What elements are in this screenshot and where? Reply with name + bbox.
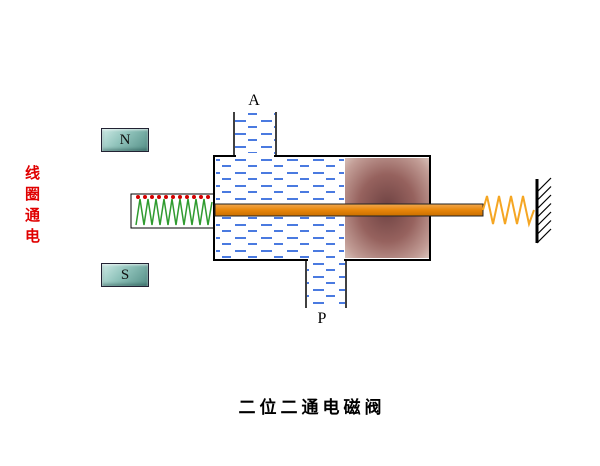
diagram-caption: 二位二通电磁阀: [238, 398, 386, 417]
pole-s-label: S: [120, 266, 130, 283]
coil-dots: [136, 195, 210, 199]
pole-n-label: N: [119, 131, 131, 148]
left-return-spring: [135, 198, 213, 226]
coil-energized-label: 线圈通电: [23, 165, 40, 249]
magnet-pole-s: S: [101, 263, 149, 287]
port-a-fluid: [235, 112, 275, 158]
right-spring: [482, 195, 535, 228]
port-a-label: A: [248, 92, 260, 109]
port-p-label: P: [318, 310, 327, 327]
port-p-fluid: [307, 260, 345, 307]
magnet-pole-n: N: [101, 128, 149, 152]
port-p-opening: [308, 257, 344, 262]
push-rod: [214, 203, 484, 217]
port-a-opening: [236, 153, 274, 158]
port-a-walls: [233, 112, 277, 158]
port-p-walls: [305, 260, 347, 308]
fixed-wall: [535, 177, 552, 244]
